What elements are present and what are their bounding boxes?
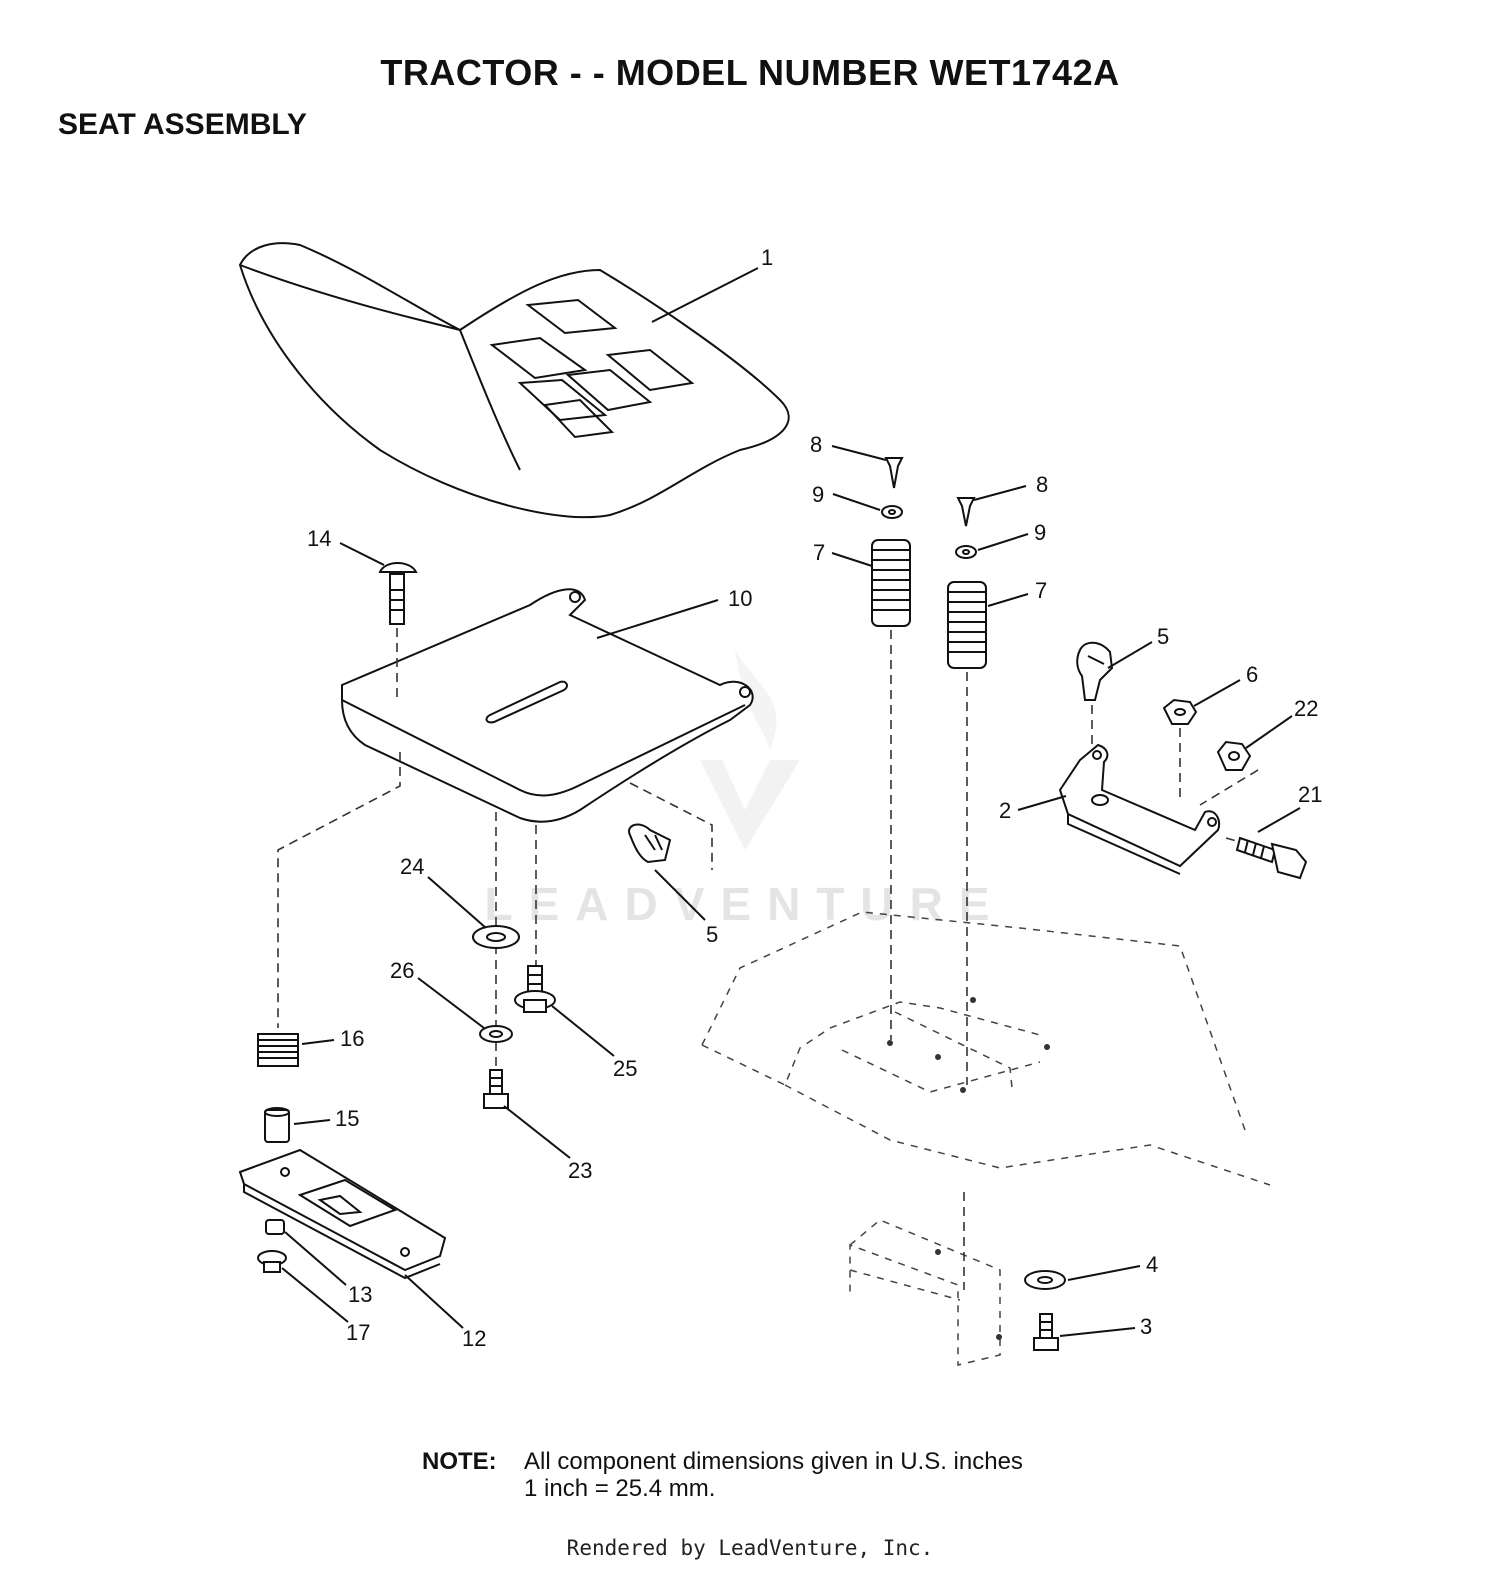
washer-24-part[interactable] [472,925,520,949]
callout-labels: 1 2 3 4 5 5 6 7 7 8 8 9 9 10 12 13 14 15… [307,245,1322,1351]
callout-9-right: 9 [1034,520,1046,545]
bolt-23-part[interactable] [483,1069,509,1109]
leader-9-left [832,493,881,511]
leader-16 [301,1039,335,1045]
bolt-21-part[interactable] [1235,836,1308,880]
callout-10: 10 [728,586,752,611]
leader-7-left [831,552,873,567]
footer-credit: Rendered by LeadVenture, Inc. [566,1536,934,1560]
lock-washer-26-part[interactable] [479,1025,513,1043]
callout-26: 26 [390,958,414,983]
washer-9-left-part[interactable] [881,505,903,519]
screw-8-left-part[interactable] [884,457,904,489]
leader-3 [1059,1327,1136,1337]
watermark-logo [700,650,800,850]
spring-16-part[interactable] [257,1033,299,1067]
leader-5-right [1107,641,1153,669]
seat-pan-part[interactable] [341,588,754,823]
leader-1 [651,267,759,323]
callout-8-right: 8 [1036,472,1048,497]
leader-8-left [831,445,887,461]
leader-25 [551,1005,615,1057]
callout-6: 6 [1246,662,1258,687]
bracket-2-part[interactable] [1058,743,1221,875]
spring-7-right-part[interactable] [947,581,987,669]
tractor-frame-phantom [701,911,1271,1366]
nut-22-part[interactable] [1216,740,1252,771]
callout-15: 15 [335,1106,359,1131]
leader-13 [284,1231,347,1286]
callout-13: 13 [348,1282,372,1307]
callout-12: 12 [462,1326,486,1351]
shoulder-bolt-25-part[interactable] [514,965,556,1013]
washer-9-right-part[interactable] [955,545,977,559]
callout-21: 21 [1298,782,1322,807]
callout-4: 4 [1146,1252,1158,1277]
screw-8-right-part[interactable] [956,497,976,527]
washer-4-part[interactable] [1024,1270,1066,1290]
callout-7-right: 7 [1035,578,1047,603]
callout-25: 25 [613,1056,637,1081]
bushing-15-part[interactable] [264,1107,290,1143]
section-title: SEAT ASSEMBLY [58,108,307,141]
leader-15 [293,1119,331,1125]
leader-4 [1067,1265,1141,1281]
leader-24 [427,876,487,929]
callout-3: 3 [1140,1314,1152,1339]
leader-8-right [973,485,1027,501]
clip-part-right[interactable] [1076,641,1114,701]
callout-16: 16 [340,1026,364,1051]
callout-24: 24 [400,854,424,879]
leader-7-right [987,593,1029,607]
clip-part-left[interactable] [628,823,672,864]
leader-22 [1245,715,1293,749]
leader-14 [339,542,385,566]
leader-26 [417,977,485,1029]
leader-10 [596,599,719,639]
callout-9-left: 9 [812,482,824,507]
nut-13-part[interactable] [265,1219,285,1235]
bolt-3-part[interactable] [1033,1313,1059,1351]
callout-5-left: 5 [706,922,718,947]
leader-21 [1257,807,1301,833]
leader-23 [503,1105,571,1159]
callout-2: 2 [999,798,1011,823]
callout-17: 17 [346,1320,370,1345]
dimensions-note: NOTE: All component dimensions given in U… [422,1448,1023,1502]
callout-1: 1 [761,245,773,270]
callout-14: 14 [307,526,331,551]
spring-7-left-part[interactable] [871,539,911,627]
callout-7-left: 7 [813,540,825,565]
washer-17-part[interactable] [257,1250,287,1273]
carriage-bolt-part[interactable] [378,562,418,625]
callout-23: 23 [568,1158,592,1183]
note-label: NOTE: [422,1448,497,1475]
leader-12 [404,1274,464,1329]
page-title: TRACTOR - - MODEL NUMBER WET1742A [380,52,1120,93]
note-line-1: All component dimensions given in U.S. i… [524,1448,1023,1475]
note-line-2: 1 inch = 25.4 mm. [524,1475,716,1502]
callout-8-left: 8 [810,432,822,457]
callout-22: 22 [1294,696,1318,721]
note-text: All component dimensions given in U.S. i… [524,1448,1023,1502]
leader-17 [281,1267,349,1323]
seat-part[interactable] [238,242,790,519]
leader-9-right [977,533,1029,551]
leader-6 [1193,679,1241,707]
watermark-text: LEADVENTURE [484,878,1005,930]
leader-5-left [654,869,706,921]
bracket-plate-12-part[interactable] [238,1148,447,1280]
callout-5-right: 5 [1157,624,1169,649]
nut-6-part[interactable] [1162,698,1198,725]
leader-2 [1017,795,1067,811]
